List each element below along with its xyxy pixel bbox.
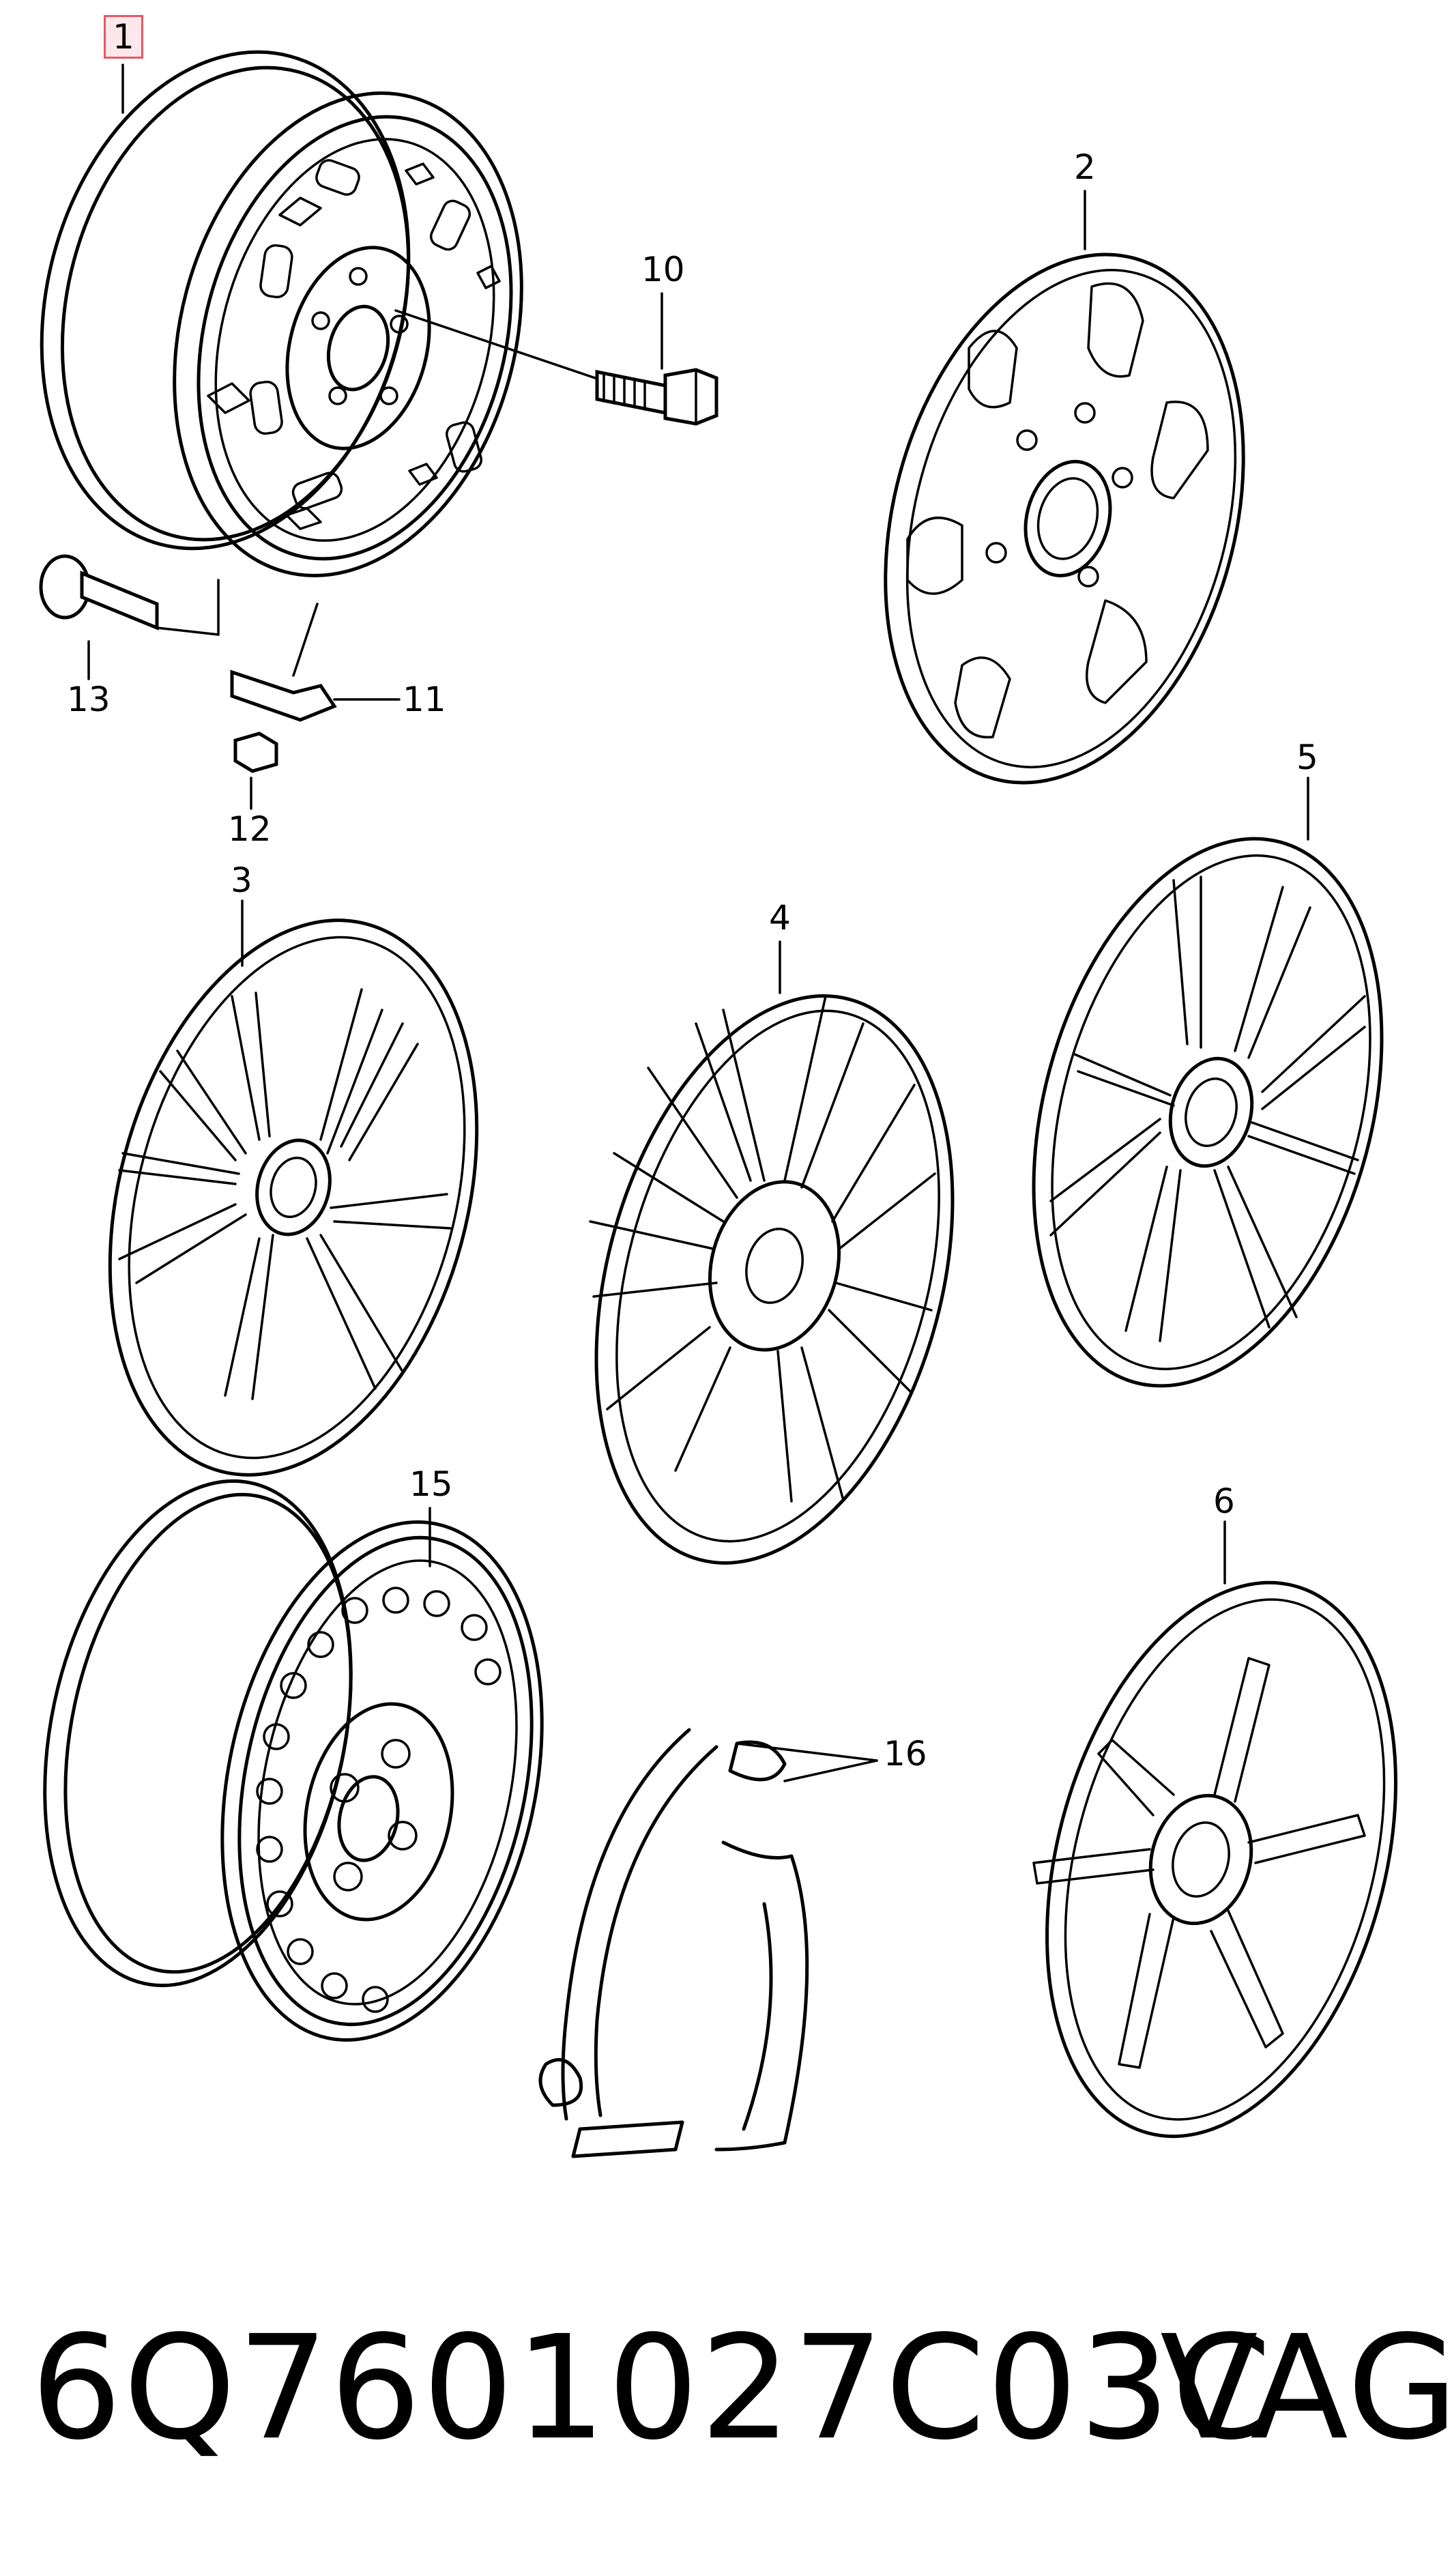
sensor-11 <box>230 603 401 722</box>
callout-12[interactable]: 12 <box>228 809 272 849</box>
callout-5[interactable]: 5 <box>1296 738 1318 777</box>
callout-3[interactable]: 3 <box>231 860 252 900</box>
callout-10[interactable]: 10 <box>641 250 685 289</box>
callout-6[interactable]: 6 <box>1213 1481 1235 1521</box>
part-number: 6Q7601027C03C <box>31 2304 1273 2472</box>
hubcap-3 <box>108 899 479 1477</box>
callout-16[interactable]: 16 <box>884 1734 927 1774</box>
callout-15[interactable]: 15 <box>409 1464 453 1504</box>
callout-1[interactable]: 1 <box>104 15 143 59</box>
brand-label: VAG <box>1160 2304 1452 2472</box>
callout-4[interactable]: 4 <box>769 898 791 938</box>
callout-11[interactable]: 11 <box>403 680 446 719</box>
hubcap-4 <box>589 940 955 1565</box>
wheel-bolt-10 <box>595 292 718 426</box>
balance-weight-16 <box>538 1728 878 2158</box>
steel-wheel-1 <box>40 50 609 577</box>
hubcap-6 <box>1032 1520 1397 2139</box>
hubcap-2 <box>884 190 1245 785</box>
callout-13[interactable]: 13 <box>67 680 111 719</box>
steel-wheel-15 <box>43 1479 544 2042</box>
callout-2[interactable]: 2 <box>1074 147 1096 187</box>
hubcap-5 <box>1032 777 1384 1388</box>
cap-12 <box>233 732 278 810</box>
valve-13 <box>39 554 220 680</box>
